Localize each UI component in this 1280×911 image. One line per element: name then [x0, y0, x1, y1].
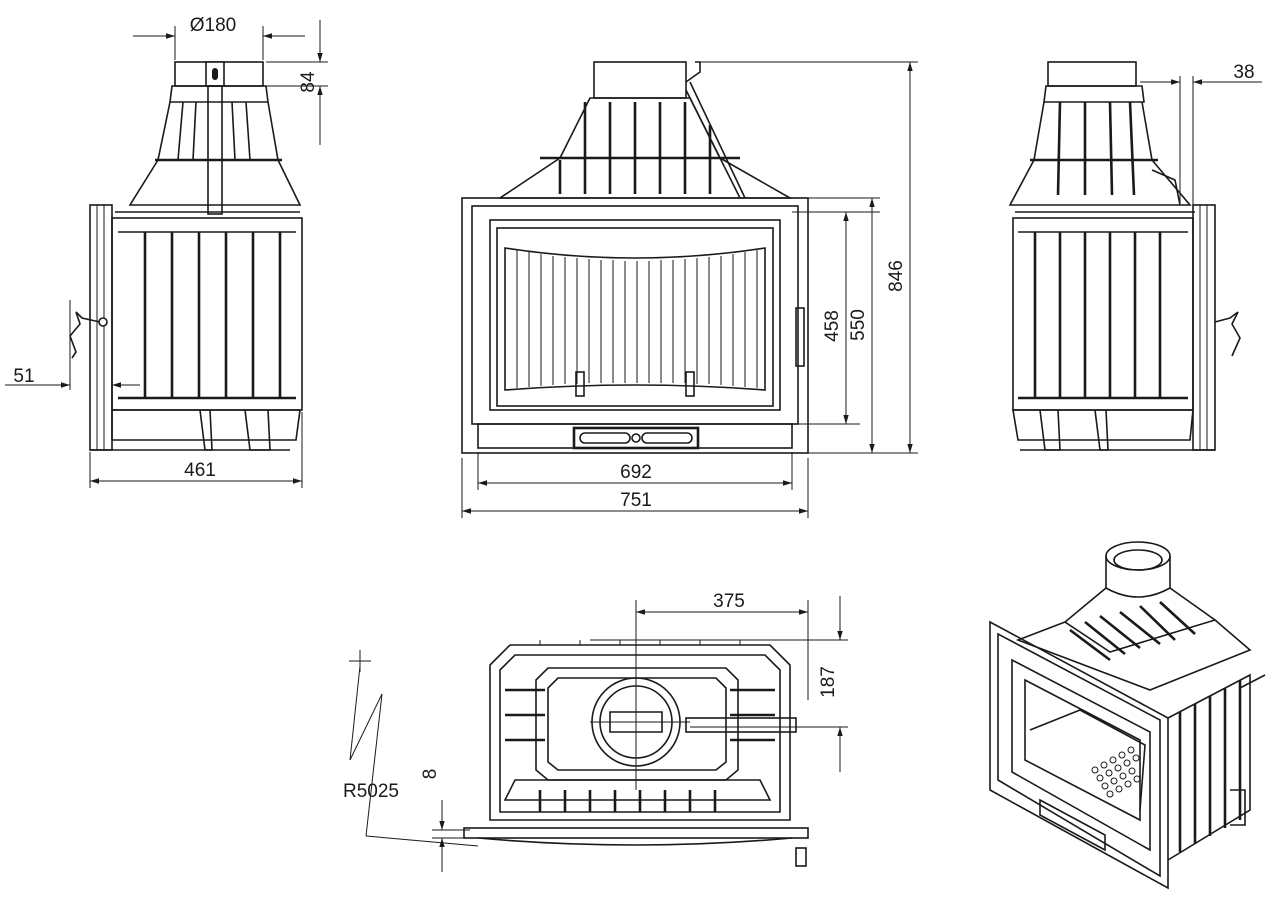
- dim-total-height: 846: [886, 260, 907, 292]
- front-view-dimensions: 692 751 458 550 846: [461, 61, 918, 518]
- right-view-dimensions: 38: [1140, 62, 1262, 205]
- isometric-view: [989, 541, 1266, 890]
- dim-flue-offset-y: 187: [818, 666, 839, 698]
- left-view-dimensions: Ø180 84 51 461: [5, 15, 328, 488]
- top-view-dimensions: 375 187 8 R5025: [343, 591, 848, 872]
- dim-total-width: 751: [620, 490, 652, 511]
- dim-radius: R5025: [343, 781, 399, 802]
- dim-bottom-gap: 8: [420, 769, 441, 780]
- right-side-view: [1008, 61, 1241, 451]
- dim-inner-width: 692: [620, 462, 652, 483]
- top-view: [463, 600, 809, 867]
- dim-side-depth: 461: [184, 460, 216, 481]
- dim-collar-height: 84: [298, 71, 319, 93]
- dim-door-offset: 51: [13, 366, 34, 387]
- left-side-view: [69, 61, 303, 451]
- dim-rear-offset: 38: [1233, 62, 1254, 83]
- dim-front-height: 550: [848, 309, 869, 341]
- front-view: [461, 61, 809, 454]
- dim-flue-offset-x: 375: [713, 591, 745, 612]
- dim-opening-height: 458: [822, 310, 843, 342]
- dim-flue-diameter: Ø180: [190, 15, 236, 36]
